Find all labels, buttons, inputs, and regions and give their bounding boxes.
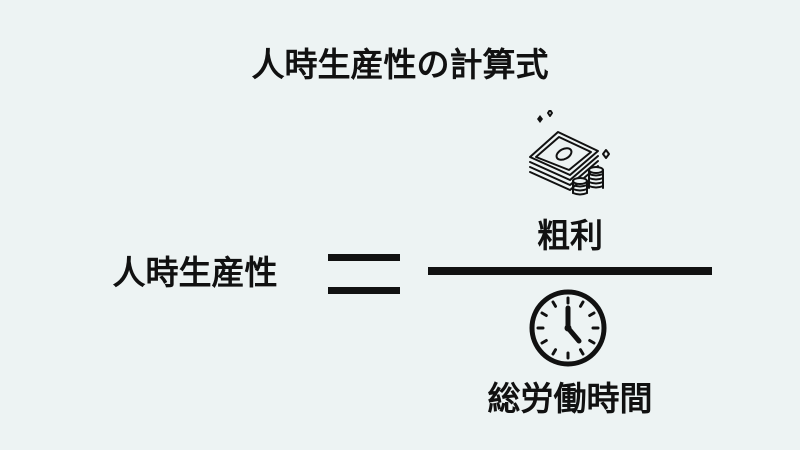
fraction-line [428, 267, 712, 275]
money-stack-icon [529, 110, 610, 196]
denominator-label: 総労働時間 [487, 379, 653, 418]
formula-title: 人時生産性の計算式 [251, 45, 549, 84]
equals-bar-bottom [328, 287, 400, 294]
equals-bar-top [328, 254, 400, 261]
clock-icon [529, 289, 607, 367]
formula-lhs-label: 人時生産性 [112, 253, 278, 292]
numerator-label: 粗利 [537, 216, 603, 255]
equals-sign [328, 254, 400, 296]
